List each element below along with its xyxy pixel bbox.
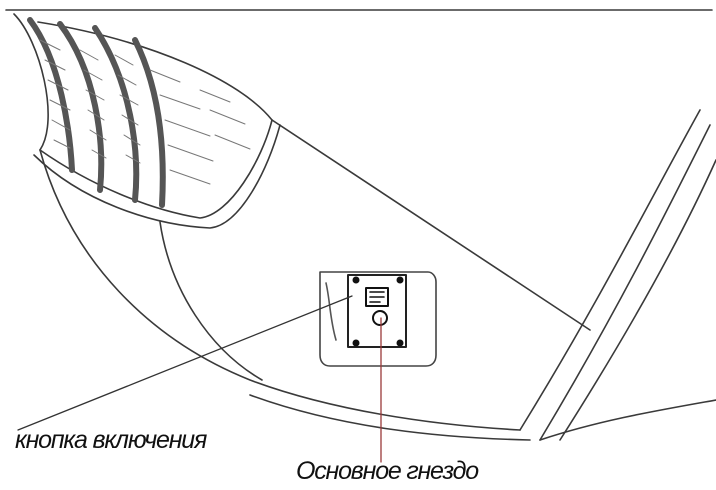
socket-panel <box>320 272 436 366</box>
tail-light <box>14 14 280 228</box>
main-socket-label: Основное гнездо <box>296 459 478 484</box>
right-fender <box>520 110 716 440</box>
panel-line-bottom <box>250 395 530 440</box>
power-button-label: кнопка включения <box>15 428 206 453</box>
panel-line-inner <box>160 222 262 380</box>
leader-power-button <box>18 296 352 430</box>
panel-line-left <box>40 150 520 430</box>
